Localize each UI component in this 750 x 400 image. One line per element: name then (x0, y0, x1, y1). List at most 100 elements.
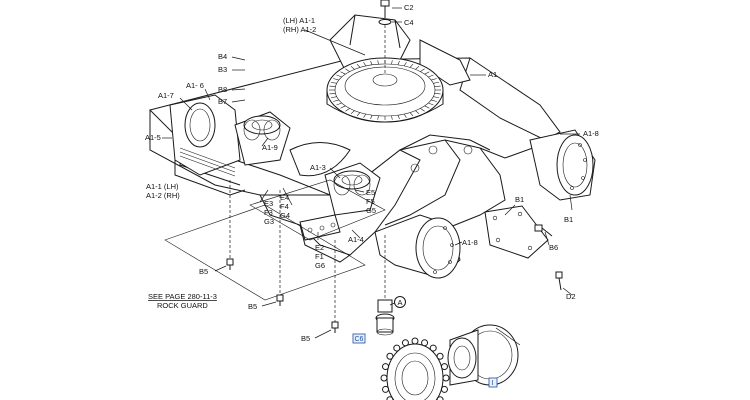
note-line-2: ROCK GUARD (157, 301, 208, 310)
label-a-circle: A (398, 298, 403, 307)
label-c4: C4 (404, 18, 414, 27)
carrier-roller-a1-9 (234, 111, 291, 166)
gear-tooth (420, 108, 425, 112)
gear-tooth (431, 99, 437, 102)
sprocket-tooth (442, 374, 450, 382)
label-b1-top: B1 (515, 195, 524, 204)
gear-tooth (424, 71, 430, 75)
label-b5-mid: B5 (248, 302, 257, 311)
label-a1-7: A1-7 (158, 91, 174, 100)
gear-tooth (356, 63, 361, 68)
bolt-b6 (534, 224, 553, 237)
label-a1-8-lower: A1-8 (462, 238, 478, 247)
sprocket-tooth (380, 374, 388, 382)
gear-tooth (350, 65, 355, 70)
gear-tooth (340, 105, 346, 109)
gear-tooth (330, 96, 337, 99)
gear-tooth (333, 78, 339, 81)
label-a1-2-rh: (RH) A1-2 (283, 25, 316, 34)
label-c6-box[interactable]: C6 (355, 336, 364, 343)
sprocket-tooth (421, 339, 429, 347)
drive-housing-lower (374, 214, 461, 279)
leader-lines (162, 7, 580, 339)
label-a1-2-rh-left: A1-2 (RH) (146, 191, 180, 200)
label-a1-9: A1-9 (262, 143, 278, 152)
label-a1-6: A1- 6 (186, 81, 204, 90)
gear-tooth (370, 115, 373, 120)
label-b5-left: B5 (199, 267, 208, 276)
gear-tooth (433, 96, 440, 99)
gear-tooth (424, 105, 430, 109)
bolt-d2 (555, 271, 563, 291)
label-e4: E4 (280, 193, 289, 202)
sprocket-tooth (411, 337, 419, 345)
label-b3: B3 (218, 65, 227, 74)
label-e2: E2 (315, 243, 324, 252)
gear-tooth (345, 108, 350, 112)
motor-assembly-a (375, 235, 395, 336)
gear-tooth (336, 74, 342, 78)
gear-tooth (391, 115, 393, 120)
label-g4: G4 (280, 211, 290, 220)
rock-guard-outline (164, 179, 386, 301)
label-d2: D2 (566, 292, 576, 301)
mount-plate-a1-4 (299, 214, 341, 241)
gear-tooth (363, 113, 367, 118)
label-a1-3: A1-3 (310, 163, 326, 172)
gear-tooth (428, 102, 434, 106)
gear-tooth (420, 68, 425, 72)
gear-tooth (434, 85, 441, 87)
note-line-1: SEE PAGE 280-11-3 (148, 292, 217, 301)
gear-tooth (377, 115, 379, 120)
label-f3: F3 (264, 208, 273, 217)
callout-c6[interactable]: C6 (352, 333, 366, 344)
sprocket (380, 337, 450, 400)
gear-tooth (329, 85, 336, 87)
label-b1-right: B1 (564, 215, 573, 224)
gear-tooth (434, 93, 441, 95)
rock-guard-note: SEE PAGE 280-11-3 ROCK GUARD (148, 292, 217, 310)
gear-tooth (431, 78, 437, 81)
left-idler-bracket (169, 94, 246, 196)
label-g5: G5 (366, 206, 376, 215)
label-a1-8-right: A1-8 (583, 129, 599, 138)
gear-tooth (409, 112, 414, 117)
callout-i[interactable]: I (488, 377, 498, 388)
gear-tooth (363, 62, 367, 67)
gear-tooth (433, 81, 440, 84)
gear-tooth (345, 68, 350, 72)
label-f1: F1 (315, 252, 324, 261)
sprocket-tooth (440, 363, 448, 371)
sprocket-tooth (429, 344, 437, 352)
carrier-roller-a1-3 (324, 162, 381, 216)
label-b6: B6 (549, 243, 558, 252)
label-g3: G3 (264, 217, 274, 226)
label-a1-4: A1-4 (348, 235, 364, 244)
drive-housing-upper (529, 129, 596, 201)
sprocket-tooth (382, 363, 390, 371)
callout-a: A (394, 296, 406, 308)
gear-tooth (415, 65, 420, 70)
gear-tooth (333, 99, 339, 102)
gear-tooth (403, 62, 407, 67)
gear-tooth (415, 110, 420, 115)
sprocket-tooth (436, 352, 444, 360)
gear-tooth (329, 93, 336, 95)
label-a1-top: A1 (488, 70, 497, 79)
gear-tooth (397, 115, 400, 120)
sprocket-tooth (401, 339, 409, 347)
label-i-box[interactable]: I (492, 380, 494, 387)
label-e5: E5 (366, 188, 375, 197)
gear-tooth (330, 81, 337, 84)
gear-tooth (350, 110, 355, 115)
gear-tooth (428, 74, 434, 78)
part-labels: C2 C4 (LH) A1-1 (RH) A1-2 A1 B4 B3 A1- 6… (145, 3, 599, 343)
label-b4: B4 (218, 52, 227, 61)
label-a1-1-lh: (LH) A1-1 (283, 16, 315, 25)
gear-tooth (391, 60, 393, 65)
label-a1-5: A1-5 (145, 133, 161, 142)
gear-tooth (397, 60, 400, 65)
label-b8: B8 (218, 85, 227, 94)
sprocket-tooth (393, 344, 401, 352)
